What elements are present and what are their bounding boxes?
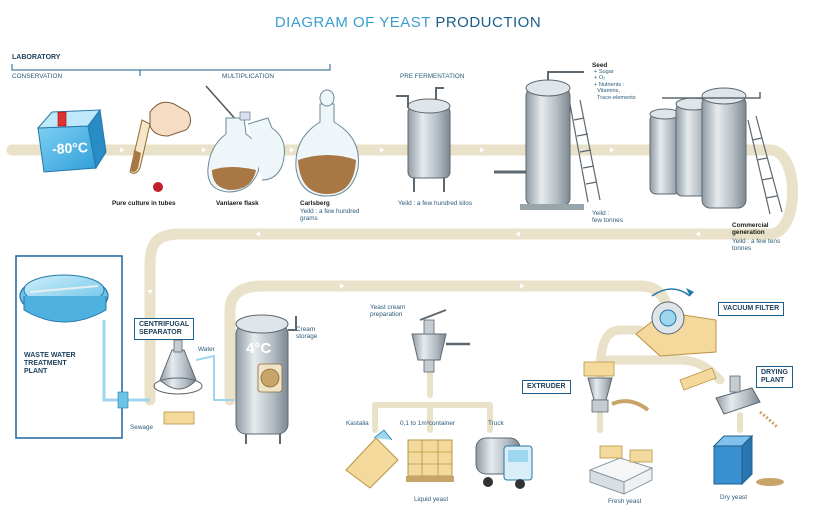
carlsberg-yield: Yeild : a few hundred grams [300, 208, 360, 223]
dry-yeast-label: Dry yeast [720, 494, 747, 501]
extruder-label: EXTRUDER [522, 380, 571, 395]
freezer-illustration [36, 108, 107, 173]
diagram-title: DIAGRAM OF YEAST PRODUCTION [0, 14, 816, 31]
pre-fermentation-label: PRE FERMENTATION [400, 73, 465, 80]
yeast-cream-label: Yeast cream preparation [370, 304, 406, 319]
centrifugal-separator-illustration [153, 339, 234, 425]
vanlaere-flask-label: Vanlaere flask [216, 200, 259, 207]
vanlaere-flask-illustration [205, 85, 285, 193]
drying-plant-illustration [679, 367, 780, 430]
laboratory-header: LABORATORY [12, 54, 61, 61]
centrifugal-separator-label: CENTRIFUGAL SEPARATOR [134, 318, 195, 341]
drying-plant-label: DRYING PLANT [756, 366, 793, 389]
waste-water-plant-label: WASTE WATER TREATMENT PLANT [24, 352, 76, 377]
container-illustration [406, 439, 454, 482]
carlsberg-flask-illustration [295, 89, 359, 197]
cream-storage-label: Cream storage [296, 326, 318, 341]
kastalia-label: Kastalia [346, 420, 369, 427]
commercial-tanks-illustration [649, 87, 783, 215]
container-label: 0,1 to 1m³container [400, 420, 456, 427]
commercial-yield: Yeild : a few tens tonnes [732, 238, 781, 253]
sewage-label: Sewage [130, 424, 154, 431]
waste-water-plant-illustration [15, 255, 150, 439]
cream-storage-temperature: 4°C [246, 340, 272, 357]
conservation-label: CONSERVATION [12, 73, 63, 80]
extruder-illustration [583, 361, 650, 413]
flow-arrows [60, 147, 700, 294]
pure-culture-label: Pure culture in tubes [112, 200, 176, 207]
culture-tube-illustration [129, 101, 192, 192]
commercial-generation-label: Commercial generation [732, 222, 769, 237]
carlsberg-label: Carlsberg [300, 200, 330, 207]
vacuum-filter-label: VACUUM FILTER [718, 302, 785, 317]
kastalia-bag-illustration [345, 429, 399, 489]
dry-yeast-pack-illustration [712, 434, 784, 486]
prefermentation-tank-illustration [396, 87, 451, 192]
truck-illustration [475, 437, 533, 489]
yeast-cream-mixer-illustration [411, 309, 470, 373]
title-part1: DIAGRAM OF YEAST [274, 14, 436, 31]
fresh-yeast-label: Fresh yeast [608, 498, 642, 505]
fresh-yeast-illustration [588, 445, 654, 495]
prefermentation-yield: Yeild : a few hundred kilos [398, 200, 473, 207]
cream-storage-tank-illustration [235, 314, 297, 444]
water-label: Water [198, 346, 215, 353]
seed-tank-illustration [494, 71, 601, 210]
multiplication-label: MULTIPLICATION [222, 73, 274, 80]
seed-tank-yield: Yeild : few tonnes [592, 210, 623, 225]
seed-label: Seed [592, 62, 608, 69]
truck-label: Truck [488, 420, 504, 427]
lab-bracket-lines [11, 64, 331, 76]
vacuum-filter-illustration [635, 288, 717, 357]
title-part2: PRODUCTION [435, 14, 542, 31]
freezer-temperature: -80°C [51, 139, 89, 157]
liquid-yeast-label: Liquid yeast [414, 496, 449, 503]
seed-ingredients: + Sugar + O₂ + Nutrients : Vitamins, Tra… [594, 69, 636, 101]
